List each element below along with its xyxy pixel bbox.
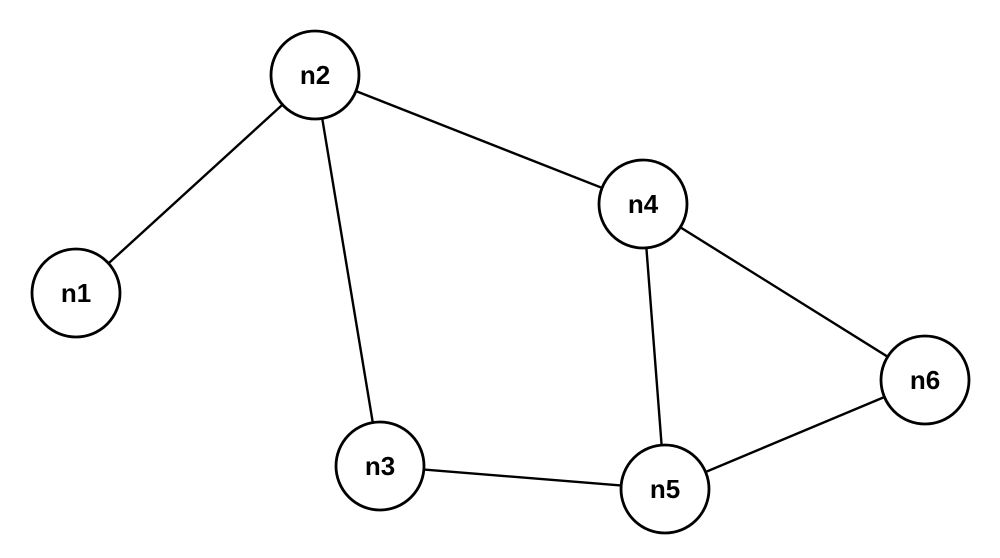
node-label-n4: n4 [628, 189, 659, 219]
node-circle-n3[interactable] [334, 420, 426, 512]
edge-n4-n5 [641, 203, 667, 490]
edge-n2-n3 [313, 74, 382, 467]
edge-n5-n6 [664, 378, 926, 491]
node-label-n3: n3 [365, 451, 395, 481]
node-n6[interactable]: n6 [879, 334, 971, 426]
node-n2[interactable]: n2 [269, 29, 361, 121]
node-n5[interactable]: n5 [619, 443, 711, 535]
node-circle-n1[interactable] [30, 247, 122, 339]
node-n3[interactable]: n3 [334, 420, 426, 512]
edge-n2-n4 [314, 73, 644, 206]
node-label-n1: n1 [61, 278, 91, 308]
node-circle-n2[interactable] [269, 29, 361, 121]
edge-n3-n5 [379, 464, 666, 491]
node-circle-n5[interactable] [619, 443, 711, 535]
node-n4[interactable]: n4 [597, 158, 689, 250]
node-circle-n4[interactable] [597, 158, 689, 250]
edge-n4-n6 [642, 202, 926, 382]
edge-n1-n2 [75, 74, 316, 294]
node-label-n2: n2 [300, 60, 330, 90]
node-circle-n6[interactable] [879, 334, 971, 426]
node-label-n5: n5 [650, 474, 680, 504]
node-n1[interactable]: n1 [30, 247, 122, 339]
node-label-n6: n6 [910, 365, 940, 395]
